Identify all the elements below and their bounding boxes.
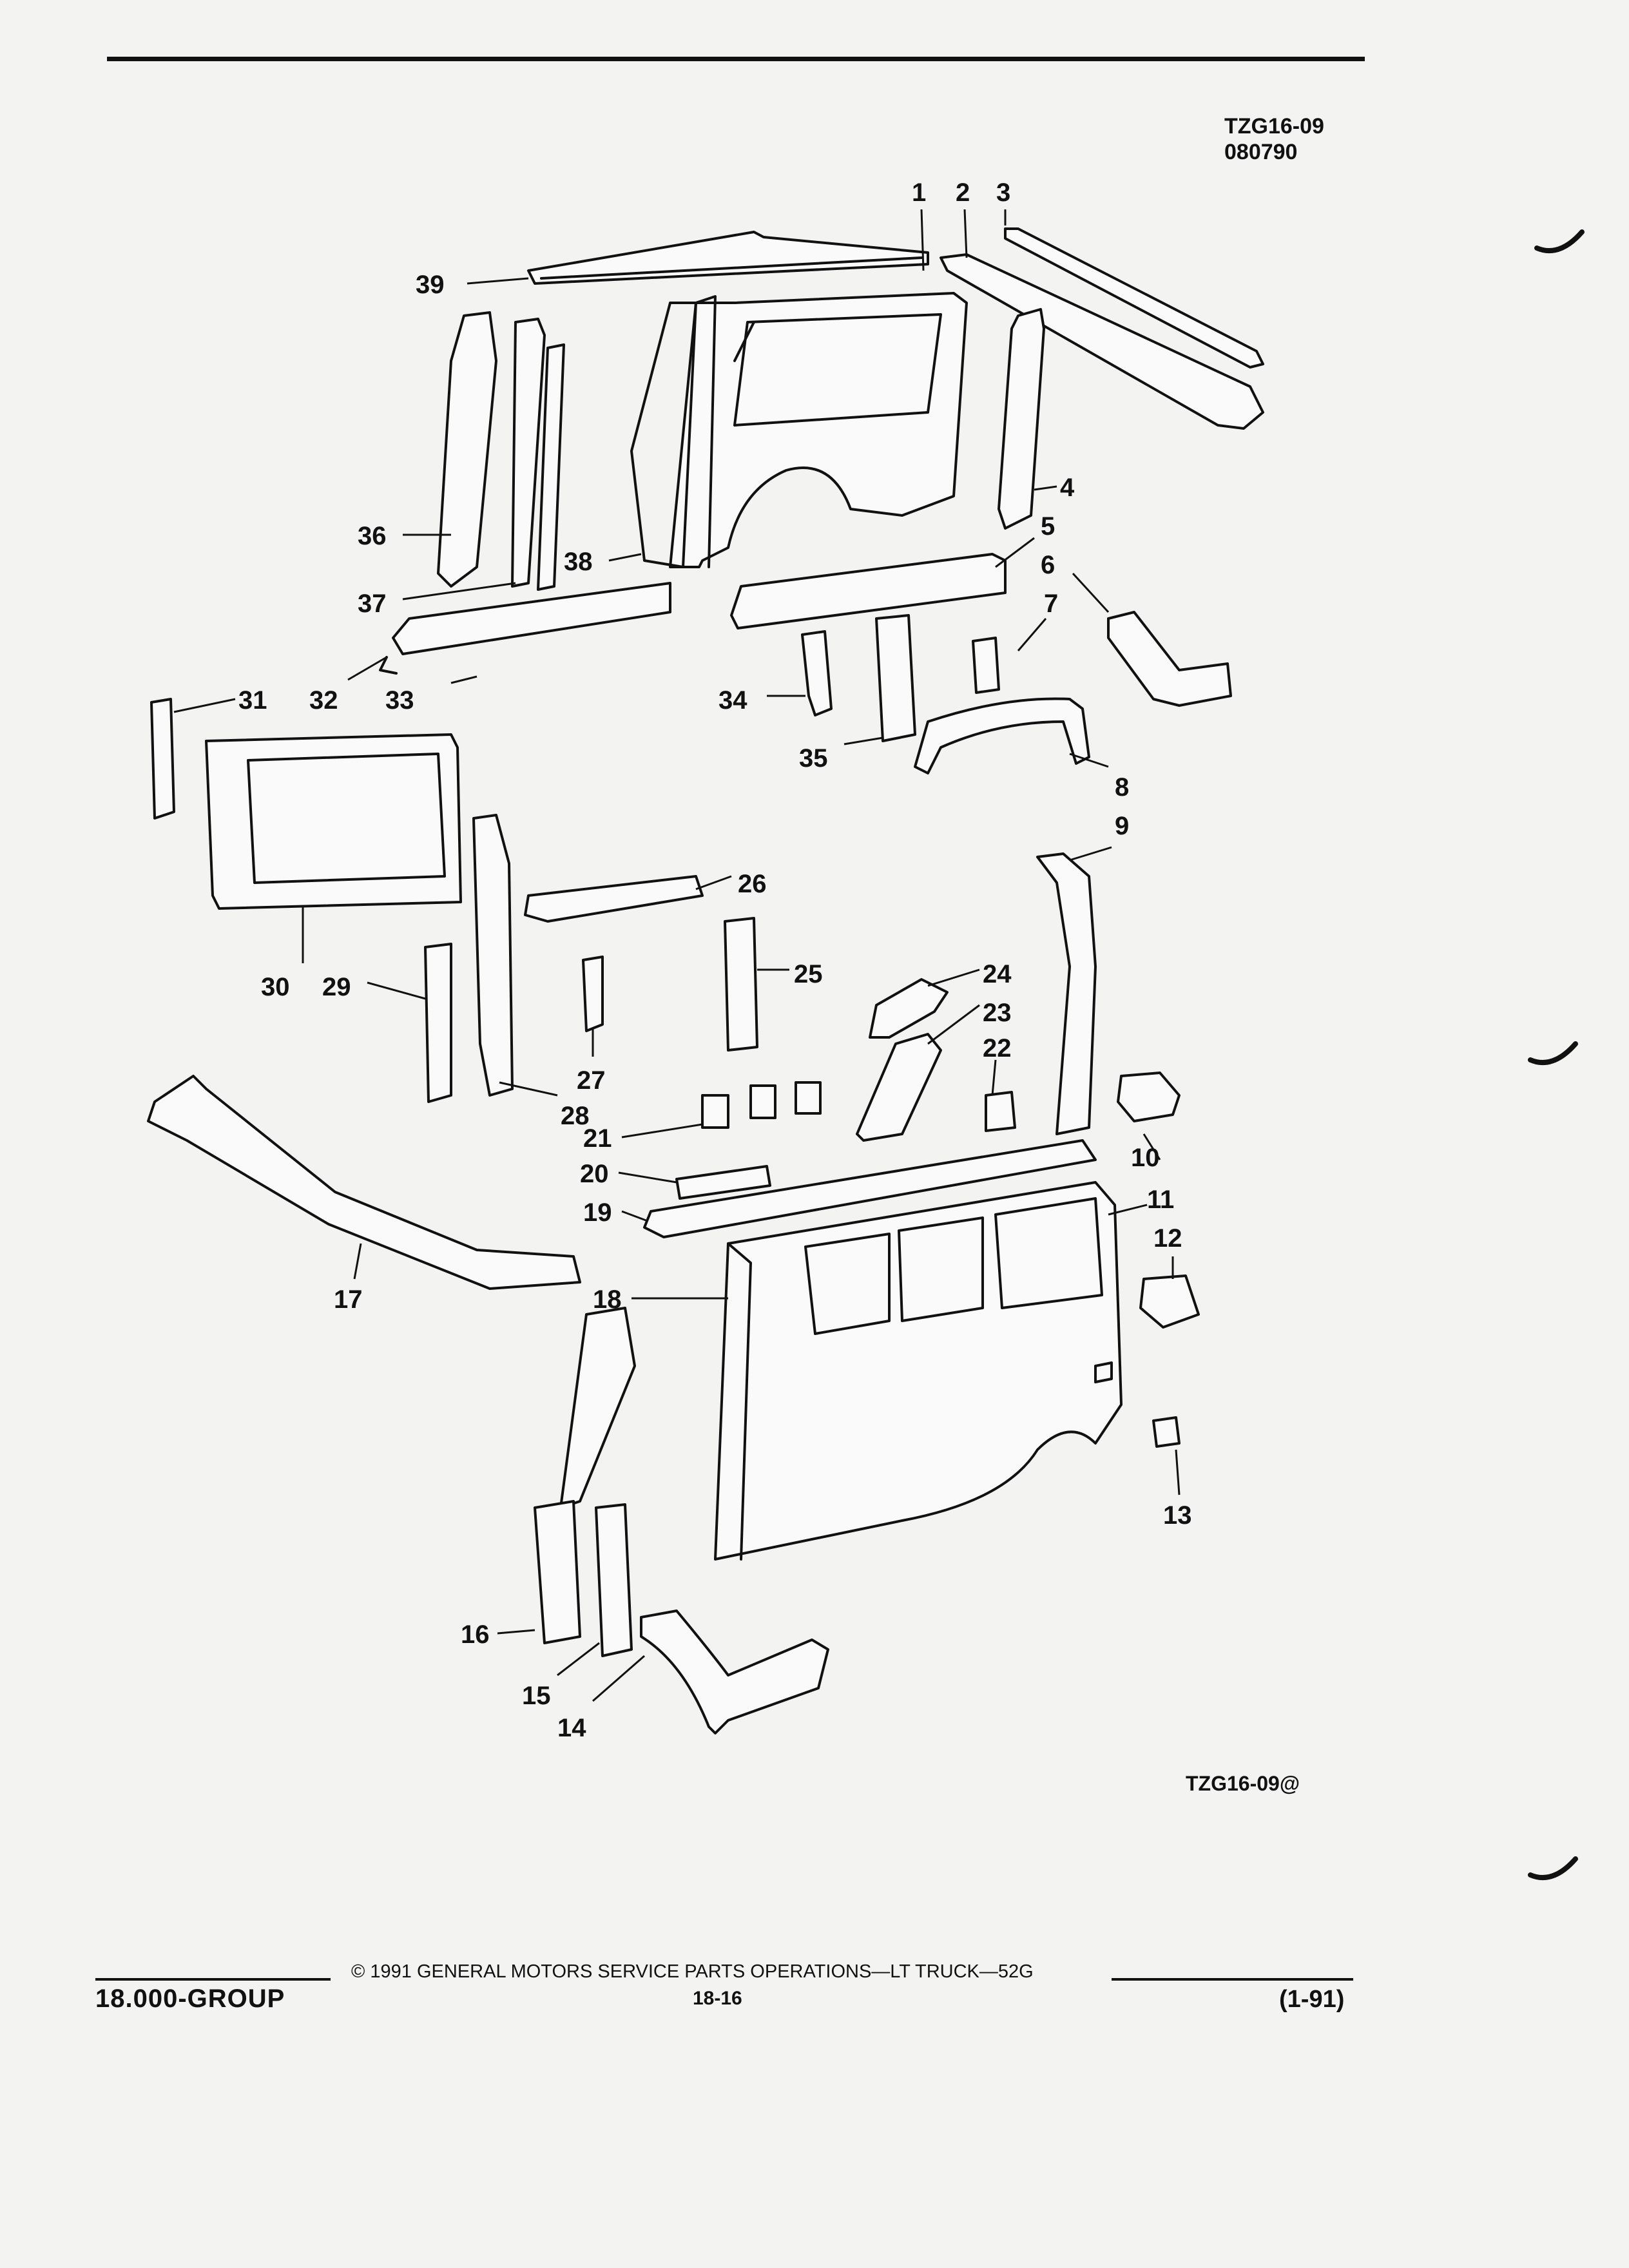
callout-15: 15 [522, 1682, 551, 1710]
callout-6: 6 [1041, 551, 1055, 579]
part-7-clip [972, 637, 1000, 694]
callout-27: 27 [577, 1066, 606, 1095]
group-label: 18.000-GROUP [95, 1984, 285, 2013]
exploded-parts-diagram: 1 2 3 4 5 6 7 8 9 10 11 12 13 14 15 16 1… [147, 178, 1264, 1742]
part-2-3-roof-side-rails [940, 227, 1264, 430]
part-6-bracket [1107, 611, 1232, 707]
callout-2: 2 [956, 178, 970, 207]
callout-9: 9 [1115, 812, 1129, 840]
part-28-29-pillars [424, 814, 514, 1103]
part-21-clips [701, 1081, 822, 1129]
page-number: 18-16 [693, 1988, 742, 2009]
callout-35: 35 [799, 744, 828, 773]
callout-28: 28 [561, 1102, 590, 1130]
callout-labels: 1 2 3 4 5 6 7 8 9 10 11 12 13 14 15 16 1… [238, 178, 1192, 1742]
footer-rule-right [1112, 1978, 1353, 1981]
callout-7: 7 [1044, 590, 1058, 618]
part-30-quarter-window-panel [205, 733, 462, 910]
callout-23: 23 [983, 999, 1012, 1027]
callout-11: 11 [1147, 1186, 1174, 1214]
part-32-rocker-panel [379, 582, 671, 675]
revision-date: (1-91) [1279, 1986, 1345, 2013]
part-19-roof-rail [643, 1139, 1097, 1238]
binder-mark-1 [1534, 229, 1585, 254]
part-24-23-22-brackets [856, 978, 1016, 1142]
part-25-reinforcement [724, 917, 758, 1052]
callout-12: 12 [1153, 1224, 1182, 1253]
part-10-block [1117, 1072, 1181, 1122]
part-20-plate [675, 1165, 771, 1200]
callout-10: 10 [1131, 1144, 1160, 1172]
callout-8: 8 [1115, 773, 1129, 802]
callout-24: 24 [983, 960, 1012, 988]
binder-mark-3 [1528, 1856, 1578, 1881]
callout-34: 34 [718, 686, 747, 715]
callout-38: 38 [564, 548, 593, 576]
callout-17: 17 [334, 1285, 363, 1314]
callout-36: 36 [358, 522, 387, 550]
illustration-code-block: TZG16-09 080790 [1224, 113, 1324, 165]
callout-32: 32 [309, 686, 338, 715]
part-34-35-brackets [801, 614, 916, 742]
callout-39: 39 [416, 271, 445, 299]
callout-14: 14 [557, 1714, 586, 1742]
part-39-roof-rail [527, 231, 929, 285]
part-36-37-38-pillars [437, 311, 565, 591]
callout-16: 16 [461, 1620, 490, 1649]
binder-mark-2 [1528, 1041, 1578, 1066]
part-9-pillar [1036, 852, 1097, 1135]
callout-26: 26 [738, 870, 767, 898]
illustration-code: TZG16-09 [1224, 114, 1324, 139]
part-27-bracket [582, 956, 604, 1032]
callout-20: 20 [580, 1160, 609, 1188]
callout-21: 21 [583, 1124, 612, 1153]
part-17-roof-bow [147, 1075, 581, 1290]
callout-1: 1 [912, 178, 926, 207]
callout-37: 37 [358, 590, 387, 618]
leader-lines [173, 209, 1181, 1702]
part-5-rocker [730, 553, 1007, 629]
copyright-line: © 1991 GENERAL MOTORS SERVICE PARTS OPER… [351, 1961, 1034, 1982]
callout-25: 25 [794, 960, 823, 988]
part-1-rear-door-frame [630, 292, 968, 568]
part-31-post [150, 698, 175, 820]
part-11-side-panel [714, 1181, 1123, 1561]
part-14-wheelhouse [640, 1610, 829, 1735]
callout-29: 29 [322, 973, 351, 1001]
part-4-pillar [998, 308, 1045, 530]
part-26-header [524, 875, 704, 923]
part-8-wheelhouse-rail [914, 697, 1090, 774]
image-reference-code: TZG16-09@ [1186, 1772, 1300, 1795]
part-12-13-brackets [1139, 1274, 1200, 1448]
date-code: 080790 [1224, 140, 1298, 164]
callout-3: 3 [996, 178, 1010, 207]
callout-33: 33 [385, 686, 414, 715]
callout-4: 4 [1060, 474, 1075, 502]
part-18-16-15-pillars [534, 1307, 636, 1657]
callout-19: 19 [583, 1198, 612, 1227]
footer-rule-left [95, 1978, 331, 1981]
callout-31: 31 [238, 686, 267, 715]
callout-13: 13 [1163, 1501, 1192, 1530]
callout-30: 30 [261, 973, 290, 1001]
header-rule [107, 57, 1365, 61]
callout-22: 22 [983, 1034, 1012, 1062]
callout-5: 5 [1041, 512, 1055, 541]
callout-18: 18 [593, 1285, 622, 1314]
